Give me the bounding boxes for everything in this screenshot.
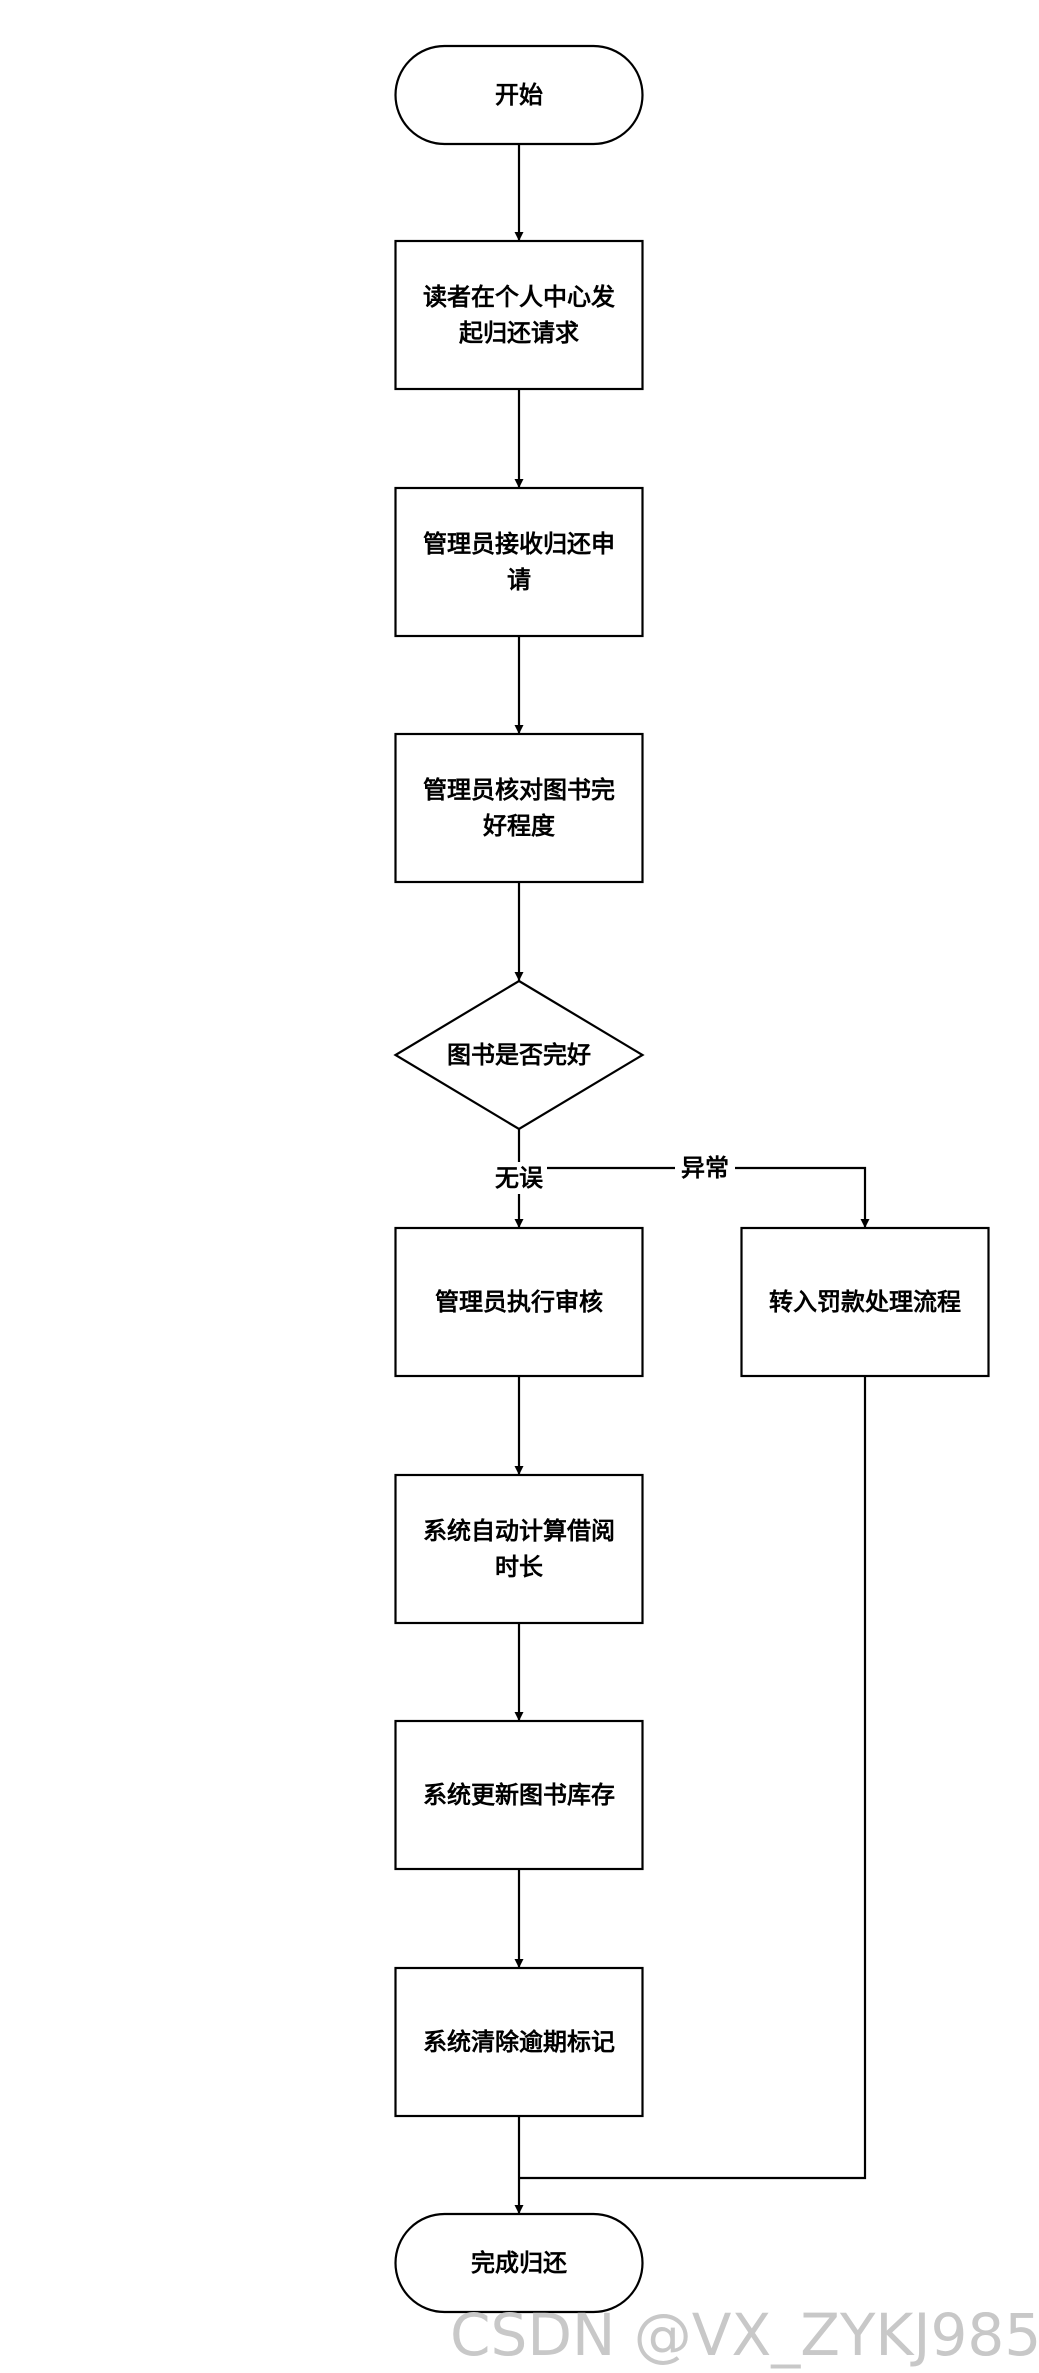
node-label: 好程度 [482,812,556,840]
edge-label-background [675,1153,735,1183]
process-box [394,1473,644,1625]
node-end: 完成归还 [394,2212,644,2314]
node-label: 系统自动计算借阅 [423,1517,615,1545]
node-label: 完成归还 [471,2249,568,2277]
process-box [394,1966,644,2118]
node-n5: 转入罚款处理流程 [740,1226,990,1378]
node-start: 开始 [394,44,644,146]
process-box [394,1226,644,1378]
node-d1: 图书是否完好 [393,979,645,1131]
node-label: 管理员核对图书完 [423,776,615,804]
node-label: 起归还请求 [458,319,579,347]
process-box [394,1719,644,1871]
node-n4: 管理员执行审核 [394,1226,644,1378]
decision-diamond [393,979,645,1131]
process-box [740,1226,990,1378]
node-label: 转入罚款处理流程 [769,1288,961,1316]
edge-labels-layer: 无误 异常 [491,1153,735,1194]
edge-label-background [491,1162,547,1194]
terminator-shape [394,2212,644,2314]
node-n7: 系统更新图书库存 [394,1719,644,1871]
node-label: 系统清除逾期标记 [423,2028,615,2056]
edge-d1-n5 [519,1166,870,1228]
node-label: 管理员接收归还申 [423,530,615,558]
node-label: 系统更新图书库存 [423,1781,615,1809]
node-label: 图书是否完好 [447,1041,591,1069]
node-n8: 系统清除逾期标记 [394,1966,644,2118]
node-label: 管理员执行审核 [435,1288,603,1316]
terminator-shape [394,44,644,146]
node-label: 请 [507,566,531,594]
node-label: 开始 [495,81,543,109]
process-box [394,486,644,638]
node-label: 读者在个人中心发 [423,283,615,311]
edge-label: 无误 [495,1164,544,1192]
node-label: 时长 [495,1553,544,1581]
edge-n5-end [519,1376,867,2180]
edge-label: 异常 [681,1154,729,1182]
watermark: CSDN @VX_ZYKJ985 [450,2301,1039,2369]
process-box [394,732,644,884]
nodes-layer: 开始读者在个人中心发起归还请求管理员接收归还申请管理员核对图书完好程度图书是否完… [393,44,990,2314]
process-box [394,239,644,391]
